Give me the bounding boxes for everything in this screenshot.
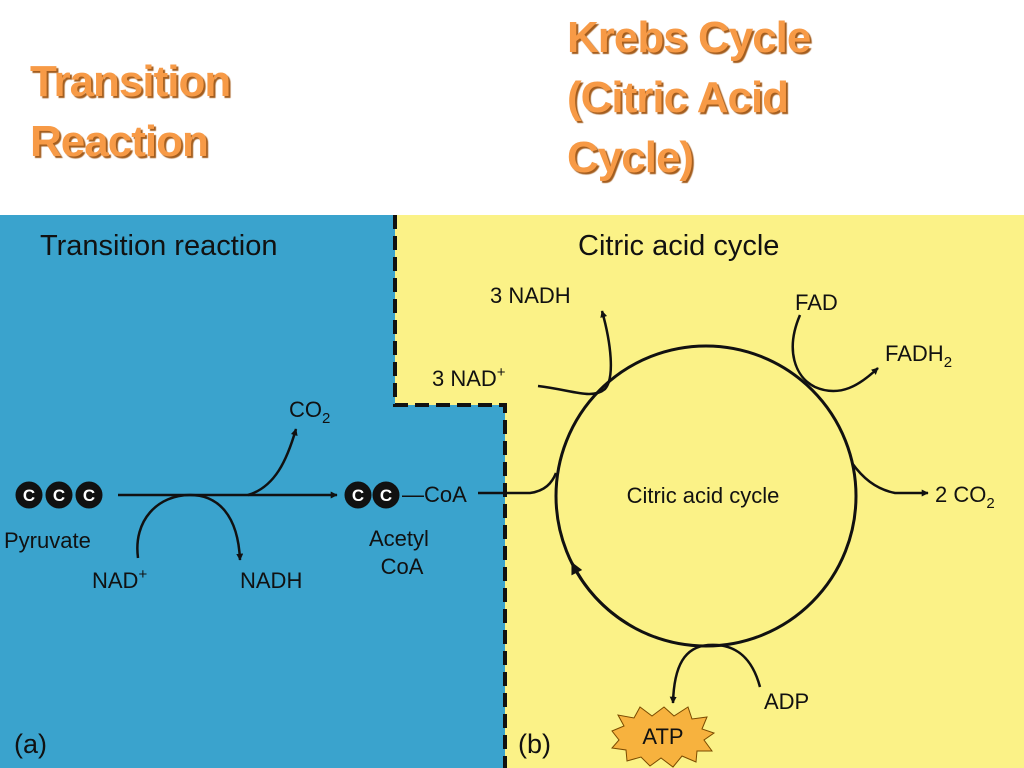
acetyl-group: C C [344,481,400,509]
panel-a-background [0,215,505,768]
respiration-diagram: Transition reaction Citric acid cycle (a… [0,215,1024,768]
title-krebs-cycle: Krebs Cycle (Citric Acid Cycle) [567,8,811,188]
co2-cycle-arrow [850,462,929,497]
panel-divider [393,215,507,768]
fadh2-label: FADH2 [885,341,952,371]
nad-to-nadh-cycle-arrow [537,310,613,396]
atp-label: ATP [642,724,683,749]
svg-text:C: C [53,486,65,505]
title-line: Reaction [30,117,209,166]
acetyl-coa-label: Acetyl CoA [369,526,435,579]
acetyl-coa-entry-line [478,472,558,495]
carbon-atom: C [45,481,73,509]
carbon-atom: C [372,481,400,509]
fad-to-fadh2-arrow [791,314,879,393]
panel-b-heading: Citric acid cycle [578,230,779,262]
atp-starburst [611,706,716,768]
adp-label: ADP [764,689,809,714]
panel-a-heading: Transition reaction [40,230,277,262]
coa-attachment-label: —CoA [402,482,467,507]
title-line: Krebs Cycle [567,13,811,62]
cycle-nad-label: 3 NAD+ [432,364,506,391]
nad-label: NAD+ [92,566,147,593]
carbon-atom: C [15,481,43,509]
nad-to-nadh-arrow [136,493,244,561]
pyruvate-label: Pyruvate [4,528,91,553]
co2-release-arrow [247,428,298,497]
cycle-nadh-label: 3 NADH [490,283,571,308]
adp-to-atp-arrow [669,643,762,704]
title-line: Cycle) [567,133,694,182]
carbon-atom: C [344,481,372,509]
cycle-direction-arrow [570,561,629,626]
nadh-label: NADH [240,568,302,593]
fad-label: FAD [795,290,838,315]
panel-a-label: (a) [14,729,47,759]
title-line: Transition [30,57,231,106]
cycle-co2-label: 2 CO2 [935,482,995,512]
co2-label: CO2 [289,397,330,427]
cycle-center-label: Citric acid cycle [627,483,780,508]
pyruvate-molecule: C C C [15,481,103,509]
title-line: (Citric Acid [567,73,789,122]
panel-b-label: (b) [518,729,551,759]
title-transition-reaction: Transition Reaction [30,52,231,172]
svg-text:C: C [352,486,364,505]
svg-text:C: C [83,486,95,505]
svg-text:C: C [23,486,35,505]
svg-text:C: C [380,486,392,505]
carbon-atom: C [75,481,103,509]
